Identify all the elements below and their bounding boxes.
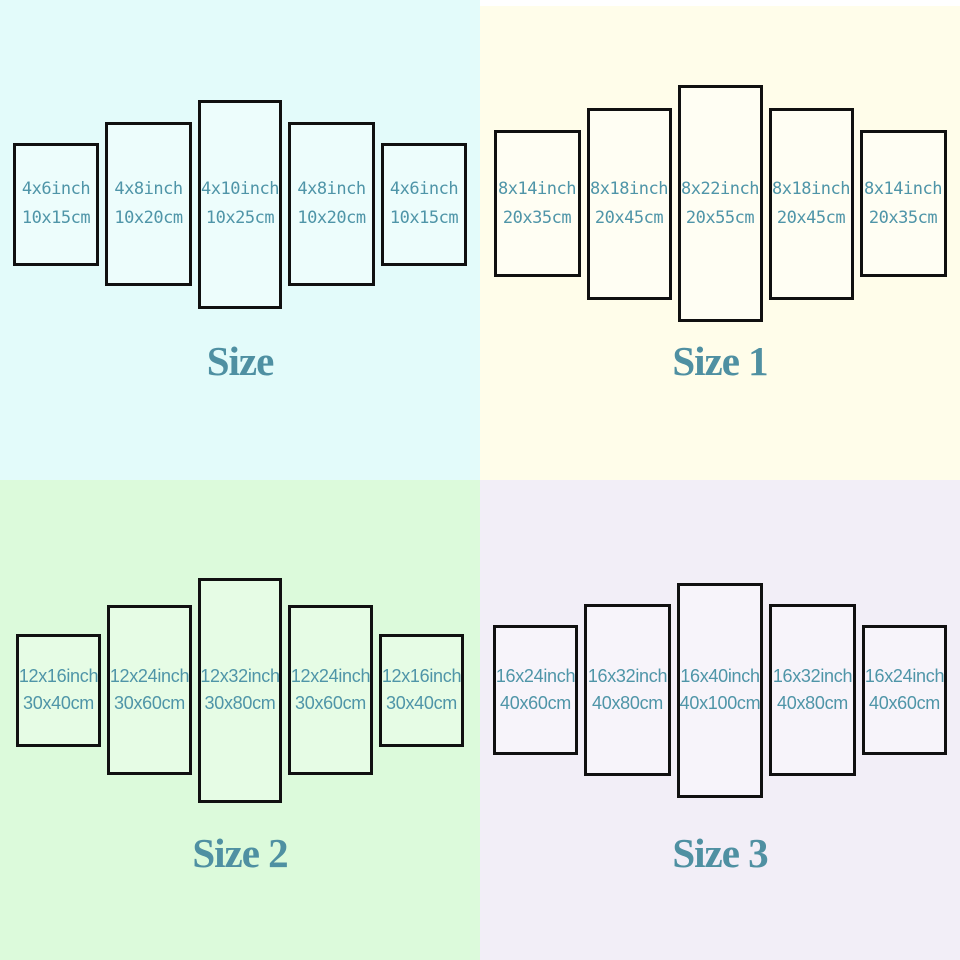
panel-size-cm: 40x60cm <box>869 693 940 713</box>
quadrant-title: Size 3 <box>672 830 768 876</box>
panel-size-label: 12x24inch 30x60cm <box>290 663 371 717</box>
quadrant-size-1: 8x14inch 20x35cm 8x18inch 20x45cm 8x22in… <box>480 0 960 480</box>
canvas-panel: 4x10inch 10x25cm <box>198 99 282 309</box>
panel-size-inch: 4x8inch <box>297 179 366 199</box>
panel-size-cm: 10x15cm <box>21 208 91 228</box>
quadrant-title: Size 2 <box>192 830 288 876</box>
panel-size-label: 4x8inch 10x20cm <box>114 175 183 233</box>
canvas-panel: 4x8inch 10x20cm <box>105 122 192 286</box>
panel-size-inch: 12x24inch <box>109 666 190 686</box>
panel-size-inch: 4x6inch <box>21 179 91 199</box>
panel-size-inch: 4x6inch <box>389 179 459 199</box>
panel-size-cm: 20x55cm <box>685 207 755 228</box>
panel-size-cm: 40x80cm <box>592 693 663 713</box>
white-margin-strip <box>480 0 960 6</box>
panel-size-label: 16x24inch 40x60cm <box>864 663 945 717</box>
panel-size-cm: 10x25cm <box>205 208 275 228</box>
panel-size-cm: 20x45cm <box>594 207 664 228</box>
panel-size-cm: 10x15cm <box>389 208 459 228</box>
quadrant-title: Size 1 <box>672 338 768 384</box>
panel-size-label: 4x8inch 10x20cm <box>297 175 366 233</box>
canvas-panel: 12x16inch 30x40cm <box>379 633 464 747</box>
panel-size-label: 8x22inch 20x55cm <box>681 175 759 233</box>
panel-size-cm: 40x80cm <box>777 693 848 713</box>
panel-size-cm: 10x20cm <box>114 208 183 228</box>
canvas-panel: 8x18inch 20x45cm <box>768 107 854 300</box>
panel-size-label: 16x40inch 40x100cm <box>680 663 761 717</box>
panel-size-inch: 12x16inch <box>18 666 99 686</box>
panel-size-label: 12x24inch 30x60cm <box>109 663 190 717</box>
panel-size-label: 8x14inch 20x35cm <box>864 175 942 233</box>
panel-size-cm: 30x40cm <box>386 693 457 713</box>
canvas-panel: 8x14inch 20x35cm <box>493 130 581 277</box>
panel-size-cm: 30x80cm <box>204 693 276 713</box>
panel-size-cm: 20x35cm <box>868 207 938 228</box>
panel-size-inch: 16x32inch <box>587 666 668 686</box>
canvas-panel: 4x6inch 10x15cm <box>381 142 467 266</box>
panel-size-inch: 12x16inch <box>381 666 462 686</box>
quadrant-title: Size <box>206 338 275 384</box>
panel-size-label: 16x32inch 40x80cm <box>587 663 668 717</box>
canvas-panel: 16x40inch 40x100cm <box>677 582 763 798</box>
panel-size-label: 16x32inch 40x80cm <box>772 663 853 717</box>
canvas-panel: 16x24inch 40x60cm <box>493 625 578 755</box>
panel-size-label: 8x18inch 20x45cm <box>772 175 850 233</box>
canvas-panel: 12x24inch 30x60cm <box>288 605 373 775</box>
panel-size-inch: 16x24inch <box>495 666 576 686</box>
quadrant-size-2: 12x16inch 30x40cm 12x24inch 30x60cm 12x3… <box>0 480 480 960</box>
canvas-panel: 16x32inch 40x80cm <box>584 604 671 776</box>
canvas-panel: 8x14inch 20x35cm <box>859 130 947 277</box>
panel-size-label: 4x6inch 10x15cm <box>389 175 459 233</box>
panel-size-label: 12x16inch 30x40cm <box>18 663 99 717</box>
panel-size-cm: 40x100cm <box>679 693 761 713</box>
panel-row: 4x6inch 10x15cm 4x8inch 10x20cm 4x10inch… <box>0 0 480 408</box>
panel-size-inch: 8x14inch <box>498 178 576 199</box>
panel-size-inch: 16x24inch <box>864 666 945 686</box>
panel-size-inch: 16x32inch <box>772 666 853 686</box>
panel-size-cm: 20x45cm <box>776 207 846 228</box>
canvas-panel: 12x16inch 30x40cm <box>16 633 101 747</box>
panel-row: 12x16inch 30x40cm 12x24inch 30x60cm 12x3… <box>0 480 480 900</box>
panel-size-inch: 12x24inch <box>290 666 371 686</box>
canvas-panel: 12x24inch 30x60cm <box>107 605 192 775</box>
panel-size-label: 12x16inch 30x40cm <box>381 663 462 717</box>
canvas-panel: 4x6inch 10x15cm <box>13 142 99 266</box>
canvas-panel: 4x8inch 10x20cm <box>288 122 375 286</box>
canvas-panel: 8x18inch 20x45cm <box>586 107 672 300</box>
panel-size-inch: 12x32inch <box>200 666 280 686</box>
panel-row: 8x14inch 20x35cm 8x18inch 20x45cm 8x22in… <box>480 0 960 407</box>
panel-size-cm: 30x60cm <box>114 693 185 713</box>
panel-size-inch: 4x8inch <box>114 179 183 199</box>
panel-size-inch: 8x22inch <box>681 178 759 199</box>
panel-size-inch: 16x40inch <box>680 666 760 686</box>
panel-size-label: 12x32inch 30x80cm <box>200 663 280 717</box>
panel-size-cm: 20x35cm <box>502 207 572 228</box>
canvas-panel: 12x32inch 30x80cm <box>198 577 282 803</box>
panel-size-cm: 30x60cm <box>295 693 366 713</box>
canvas-panel: 16x32inch 40x80cm <box>769 604 856 776</box>
panel-size-label: 16x24inch 40x60cm <box>495 663 576 717</box>
panel-size-label: 4x10inch 10x25cm <box>201 175 279 233</box>
panel-size-inch: 8x18inch <box>772 178 850 199</box>
canvas-panel: 8x22inch 20x55cm <box>677 85 763 322</box>
panel-size-cm: 30x40cm <box>23 693 94 713</box>
panel-size-inch: 8x18inch <box>590 178 668 199</box>
quadrant-size-3: 16x24inch 40x60cm 16x32inch 40x80cm 16x4… <box>480 480 960 960</box>
quadrant-size: 4x6inch 10x15cm 4x8inch 10x20cm 4x10inch… <box>0 0 480 480</box>
panel-size-inch: 8x14inch <box>864 178 942 199</box>
panel-row: 16x24inch 40x60cm 16x32inch 40x80cm 16x4… <box>480 480 960 900</box>
panel-size-label: 4x6inch 10x15cm <box>21 175 91 233</box>
panel-size-cm: 40x60cm <box>500 693 571 713</box>
panel-size-label: 8x14inch 20x35cm <box>498 175 576 233</box>
panel-size-label: 8x18inch 20x45cm <box>590 175 668 233</box>
canvas-panel: 16x24inch 40x60cm <box>862 625 947 755</box>
panel-size-cm: 10x20cm <box>297 208 366 228</box>
panel-size-inch: 4x10inch <box>201 179 279 199</box>
